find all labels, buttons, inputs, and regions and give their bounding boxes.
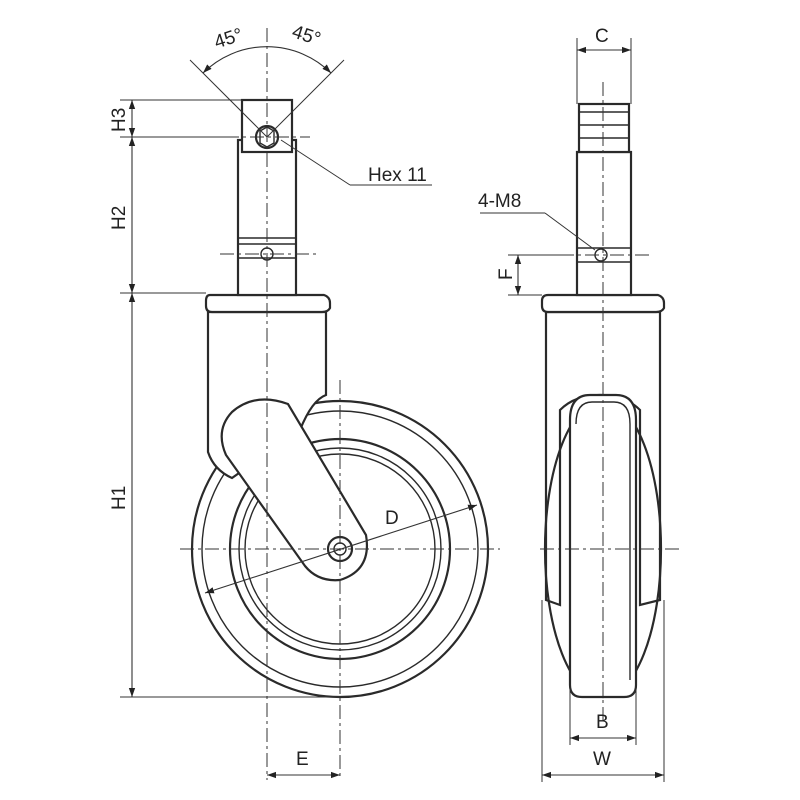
angle-label-right: 45° — [289, 22, 323, 51]
dim-h2-label: H2 — [109, 206, 130, 230]
dim-b-label: B — [596, 712, 609, 733]
front-view: 45° 45° Hex 11 H3 H2 H1 D E — [109, 22, 500, 780]
dim-f-label: F — [496, 268, 517, 280]
dim-e-label: E — [296, 749, 309, 770]
dim-w-label: W — [593, 749, 611, 770]
side-view: C 4-M8 F B W — [478, 26, 680, 782]
angle-label-left: 45° — [212, 25, 246, 54]
side-stem — [575, 102, 633, 297]
dim-d-label: D — [385, 508, 399, 529]
top-plate — [204, 293, 332, 314]
dim-h1-label: H1 — [109, 486, 130, 510]
side-top-plate — [540, 293, 666, 314]
dim-h3-label: H3 — [109, 108, 130, 132]
bolt-label: 4-M8 — [478, 191, 521, 212]
hex-label: Hex 11 — [368, 165, 427, 186]
dim-c-label: C — [595, 26, 609, 47]
